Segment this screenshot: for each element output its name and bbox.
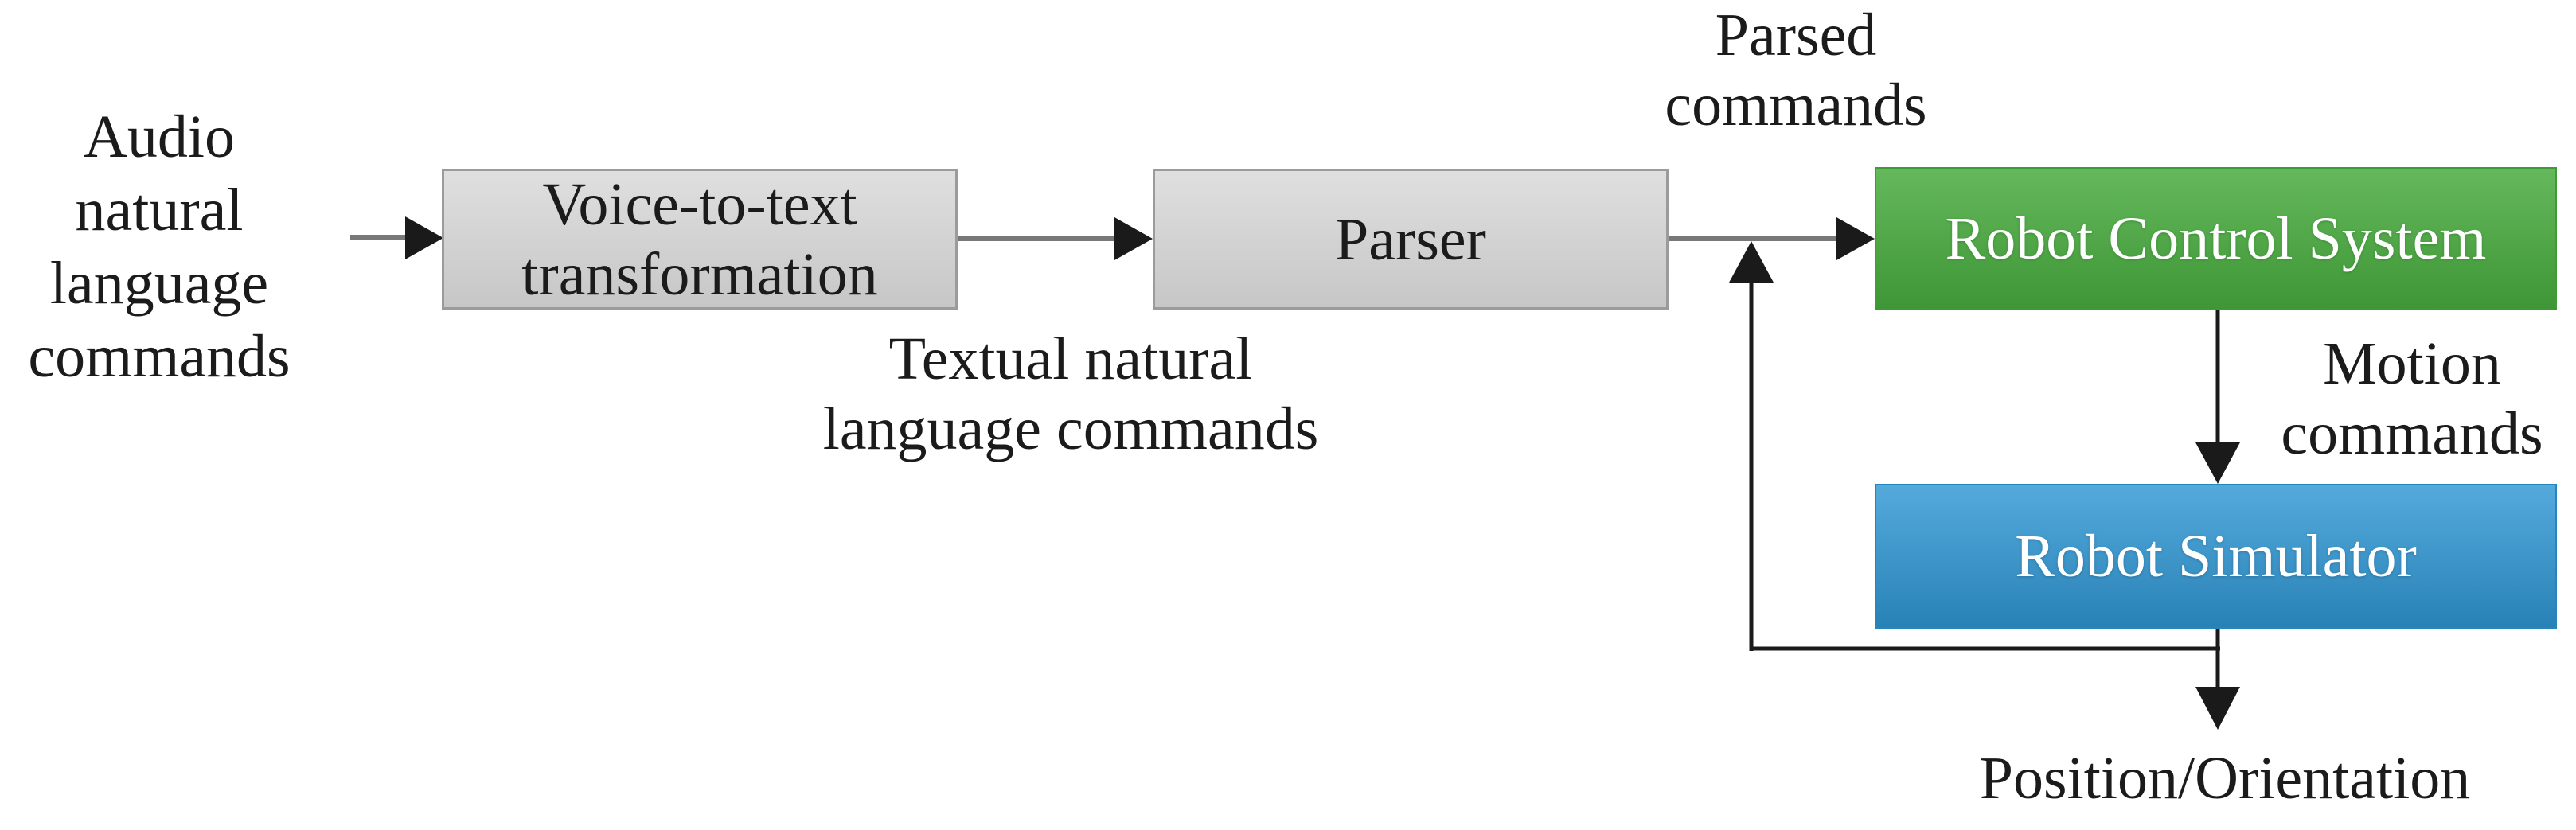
textual-commands-label: Textual natural language commands <box>822 325 1319 462</box>
arrow-parser-to-control-icon <box>1669 217 1875 260</box>
arrow-control-to-simulator-icon <box>2195 310 2240 484</box>
arrow-audio-input-icon <box>350 216 443 259</box>
motion-commands-label: Motion commands <box>2281 330 2543 467</box>
audio-commands-label: Audio natural language commands <box>28 103 291 390</box>
voice-to-text-box: Voice-to-text transformation <box>442 169 958 310</box>
arrow-voice-to-parser-icon <box>958 217 1153 260</box>
robot-simulator-box: Robot Simulator <box>1875 484 2557 629</box>
parsed-commands-label: Parsed commands <box>1665 2 1927 138</box>
position-orientation-label: Position/Orientation <box>1979 745 2471 812</box>
arrow-simulator-output-icon <box>2195 629 2240 730</box>
parser-box: Parser <box>1153 169 1669 310</box>
robot-control-system-box: Robot Control System <box>1875 167 2557 310</box>
feedback-loop-line <box>1729 241 2220 651</box>
